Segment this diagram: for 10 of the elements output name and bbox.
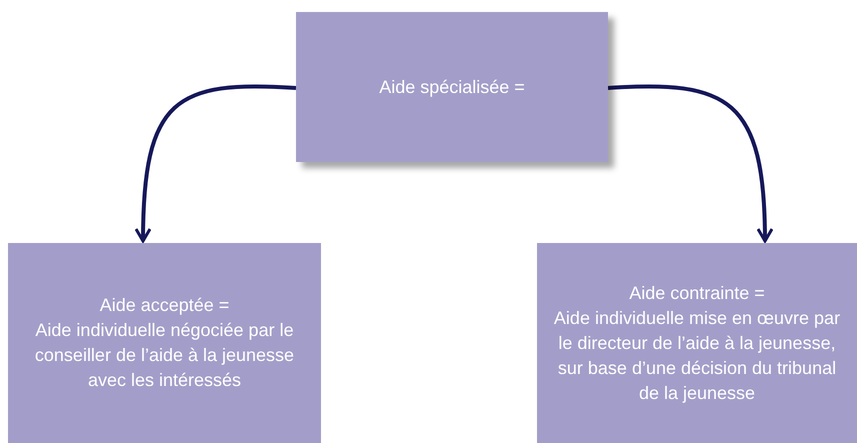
box-heading: Aide spécialisée = — [379, 76, 525, 99]
curved-arrow — [134, 84, 296, 242]
process-box — [8, 243, 321, 443]
box-heading: Aide contrainte = — [629, 282, 765, 304]
box-heading: Aide acceptée = — [100, 294, 230, 317]
curved-arrow — [608, 84, 774, 242]
process-box — [296, 12, 608, 162]
box-description: Aide individuelle négociée par le conseiller de l’aide à la jeunesse avec les intéressés — [34, 319, 296, 392]
box-description: Aide individuelle mise en œuvre par le directeur de l’aide à la jeunesse, sur base d’une décision du tribunal de la jeunesse — [552, 306, 842, 405]
process-box — [537, 243, 857, 443]
